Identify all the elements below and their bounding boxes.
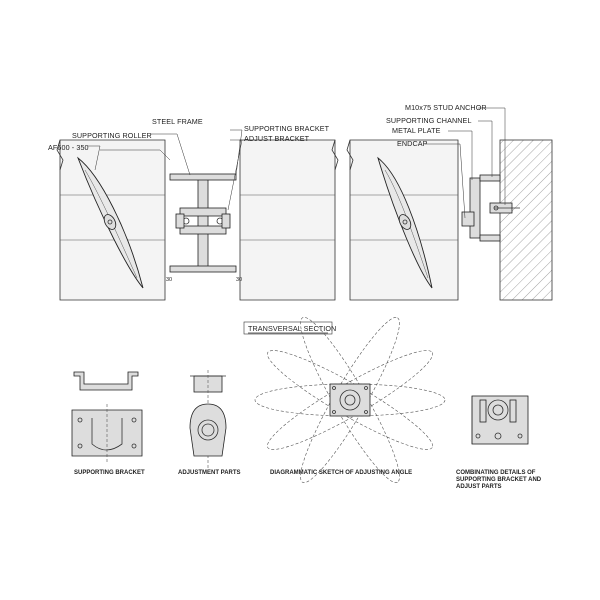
leader-lines: [88, 107, 506, 219]
section-title: TRANSVERSAL SECTION: [248, 324, 336, 333]
label-adjust-bracket: ADJUST BRACKET: [244, 134, 310, 143]
label-steel-frame: STEEL FRAME: [152, 117, 203, 126]
dimension-right: 30: [236, 277, 242, 283]
adjustment-parts-detail: [189, 370, 227, 470]
caption-combining-line3: ADJUST PARTS: [456, 484, 502, 490]
caption-adjustment-parts: ADJUSTMENT PARTS: [178, 470, 241, 476]
transversal-section-drawing: STEEL FRAME SUPPORTING ROLLER AF600 - 35…: [48, 103, 553, 335]
label-af-model: AF600 - 350: [48, 143, 89, 152]
steel-frame-assembly: [169, 173, 237, 273]
caption-combining-line1: COMBINATING DETAILS OF: [456, 470, 536, 476]
dimension-left: 30: [166, 277, 172, 283]
supporting-bracket-detail: [71, 371, 143, 462]
caption-adjusting-angle: DIAGRAMMATIC SKETCH OF ADJUSTING ANGLE: [270, 470, 412, 476]
concrete-wall: [499, 139, 553, 301]
left-aerofoil-blade: [76, 156, 144, 289]
caption-combining-line2: SUPPORTING BRACKET AND: [456, 477, 542, 483]
section-title-box: [243, 321, 333, 335]
centre-wall-panel: [239, 139, 339, 301]
label-supporting-roller: SUPPORTING ROLLER: [72, 131, 152, 140]
combining-details: [471, 395, 529, 445]
right-aerofoil-blade: [377, 156, 433, 289]
label-metal-plate: METAL PLATE: [392, 126, 441, 135]
label-supporting-channel: SUPPORTING CHANNEL: [386, 116, 472, 125]
label-stud-anchor: M10x75 STUD ANCHOR: [405, 103, 487, 112]
adjusting-angle-sketch: [254, 317, 446, 483]
label-endcap: ENDCAP: [397, 139, 428, 148]
label-supporting-bracket-top: SUPPORTING BRACKET: [244, 124, 330, 133]
caption-supporting-bracket: SUPPORTING BRACKET: [74, 470, 145, 476]
